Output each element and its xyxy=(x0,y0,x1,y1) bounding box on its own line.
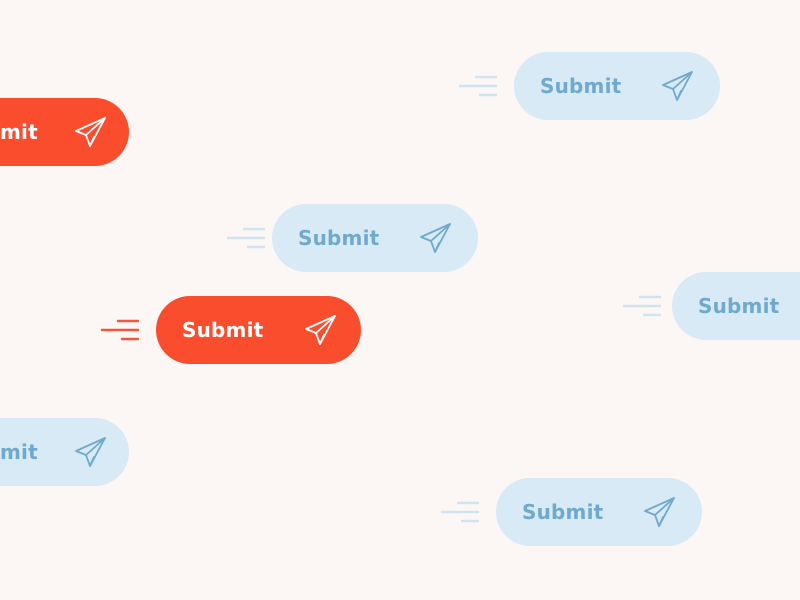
submit-button-label: Submit xyxy=(182,318,264,342)
submit-button-label: Submit xyxy=(698,294,780,318)
submit-button-label: mit xyxy=(0,120,38,144)
paper-plane-icon xyxy=(75,437,106,467)
motion-trail-icon xyxy=(458,75,498,97)
paper-plane-icon xyxy=(662,71,693,101)
motion-trail-icon xyxy=(440,501,480,523)
submit-button-inactive[interactable]: Submit xyxy=(272,204,478,272)
paper-plane-icon xyxy=(305,315,336,345)
submit-button-active-cropped[interactable]: mit xyxy=(0,98,129,166)
motion-trail-icon xyxy=(100,319,140,341)
motion-trail-icon xyxy=(622,295,662,317)
motion-trail-icon xyxy=(226,227,266,249)
submit-button-inactive-cropped[interactable]: mit xyxy=(0,418,129,486)
paper-plane-icon xyxy=(644,497,675,527)
submit-button-inactive[interactable]: Submit xyxy=(514,52,720,120)
submit-button-label: Submit xyxy=(298,226,380,250)
submit-button-inactive-cropped[interactable]: Submit xyxy=(672,272,800,340)
submit-button-active[interactable]: Submit xyxy=(156,296,361,364)
paper-plane-icon xyxy=(420,223,451,253)
submit-button-label: Submit xyxy=(540,74,622,98)
submit-button-label: mit xyxy=(0,440,38,464)
submit-button-label: Submit xyxy=(522,500,604,524)
paper-plane-icon xyxy=(75,117,106,147)
submit-button-inactive[interactable]: Submit xyxy=(496,478,702,546)
